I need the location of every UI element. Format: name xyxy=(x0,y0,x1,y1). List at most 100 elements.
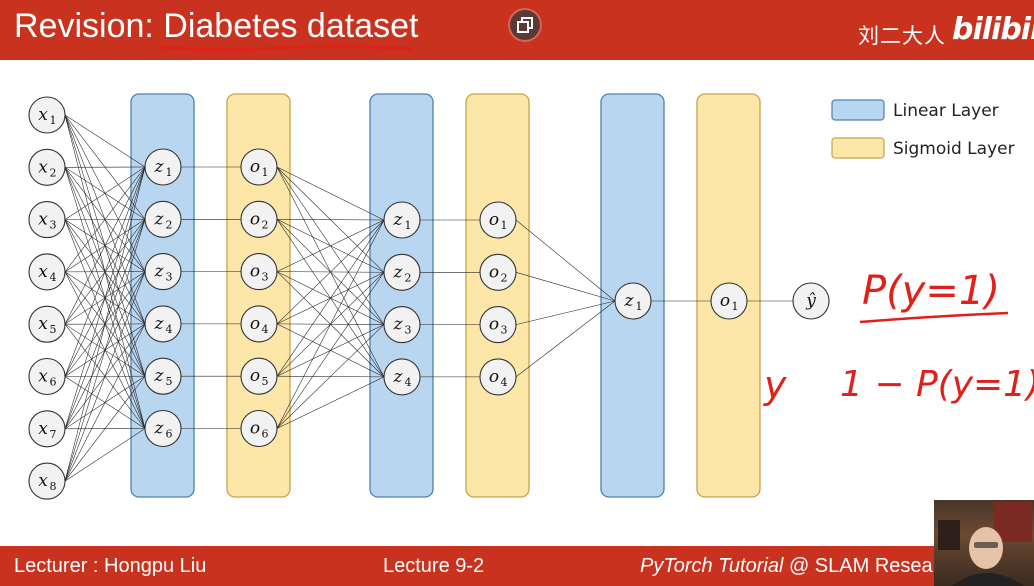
svg-text:1: 1 xyxy=(405,219,412,232)
lecture-number: Lecture 9-2 xyxy=(383,555,485,577)
node-y-hat: ŷ xyxy=(792,282,830,320)
svg-text:z: z xyxy=(154,262,165,282)
legend-linear-label: Linear Layer xyxy=(893,101,999,121)
svg-text:5: 5 xyxy=(50,323,57,336)
svg-text:4: 4 xyxy=(50,271,57,284)
bar-linear-1 xyxy=(130,93,195,498)
title-highlight: Diabetes dataset xyxy=(163,7,419,45)
svg-text:1: 1 xyxy=(262,166,269,179)
edge-59 xyxy=(276,219,385,221)
svg-text:o: o xyxy=(250,366,260,386)
edge-77 xyxy=(276,324,385,429)
edge-86 xyxy=(515,300,616,378)
svg-text:6: 6 xyxy=(262,428,269,441)
edge-83 xyxy=(515,219,616,302)
bilibili-logo: bilibili xyxy=(952,12,1034,47)
svg-text:x: x xyxy=(38,262,48,282)
svg-text:4: 4 xyxy=(501,376,508,389)
svg-text:o: o xyxy=(489,367,499,387)
svg-text:4: 4 xyxy=(405,376,412,389)
edge-67 xyxy=(276,219,385,325)
author-brand: 刘二大人 xyxy=(858,24,946,48)
svg-text:z: z xyxy=(624,291,635,311)
svg-text:z: z xyxy=(393,210,404,230)
edge-1 xyxy=(64,114,146,168)
svg-text:o: o xyxy=(489,262,499,282)
edge-78 xyxy=(276,376,385,429)
legend-linear: Linear Layer xyxy=(831,99,999,121)
svg-text:x: x xyxy=(38,419,48,439)
svg-text:3: 3 xyxy=(405,324,412,337)
title-underline xyxy=(159,44,413,52)
svg-text:ŷ: ŷ xyxy=(805,291,816,311)
svg-text:x: x xyxy=(38,367,48,387)
svg-text:o: o xyxy=(250,209,260,229)
edge-63 xyxy=(276,219,385,272)
svg-text:o: o xyxy=(250,262,260,282)
svg-text:1: 1 xyxy=(501,219,508,232)
svg-text:z: z xyxy=(393,262,404,282)
tutorial-label: PyTorch Tutorial @ SLAM Resea xyxy=(640,555,933,578)
edge-44 xyxy=(64,219,146,482)
edge-25 xyxy=(64,166,146,325)
svg-text:5: 5 xyxy=(166,375,173,388)
svg-text:o: o xyxy=(250,314,260,334)
svg-text:2: 2 xyxy=(405,271,412,284)
svg-text:2: 2 xyxy=(166,218,173,231)
svg-text:1: 1 xyxy=(732,300,739,313)
title-prefix: Revision: xyxy=(14,7,164,45)
svg-text:z: z xyxy=(154,157,165,177)
svg-text:x: x xyxy=(38,471,48,491)
edge-76 xyxy=(276,272,385,429)
svg-text:1: 1 xyxy=(636,300,643,313)
tutorial-italic: PyTorch Tutorial xyxy=(640,555,784,577)
svg-text:2: 2 xyxy=(262,218,269,231)
restore-window-icon[interactable] xyxy=(510,10,540,40)
legend-sigmoid: Sigmoid Layer xyxy=(831,137,1015,159)
edge-45 xyxy=(64,271,146,482)
edge-85 xyxy=(515,300,616,325)
svg-text:z: z xyxy=(154,314,165,334)
presenter-webcam xyxy=(934,500,1034,586)
svg-text:o: o xyxy=(250,419,260,439)
svg-text:4: 4 xyxy=(262,323,269,336)
svg-text:o: o xyxy=(720,291,730,311)
lecturer-label: Lecturer : Hongpu Liu xyxy=(14,555,207,577)
svg-text:x: x xyxy=(38,157,48,177)
bar-sigmoid-1 xyxy=(226,93,291,498)
svg-text:x: x xyxy=(38,210,48,230)
edge-84 xyxy=(515,272,616,302)
edge-55 xyxy=(276,166,385,221)
svg-text:6: 6 xyxy=(166,428,173,441)
svg-text:4: 4 xyxy=(166,323,173,336)
svg-text:o: o xyxy=(250,157,260,177)
bar-linear-2 xyxy=(369,93,434,498)
edge-48 xyxy=(64,428,146,482)
edge-19 xyxy=(64,166,146,273)
